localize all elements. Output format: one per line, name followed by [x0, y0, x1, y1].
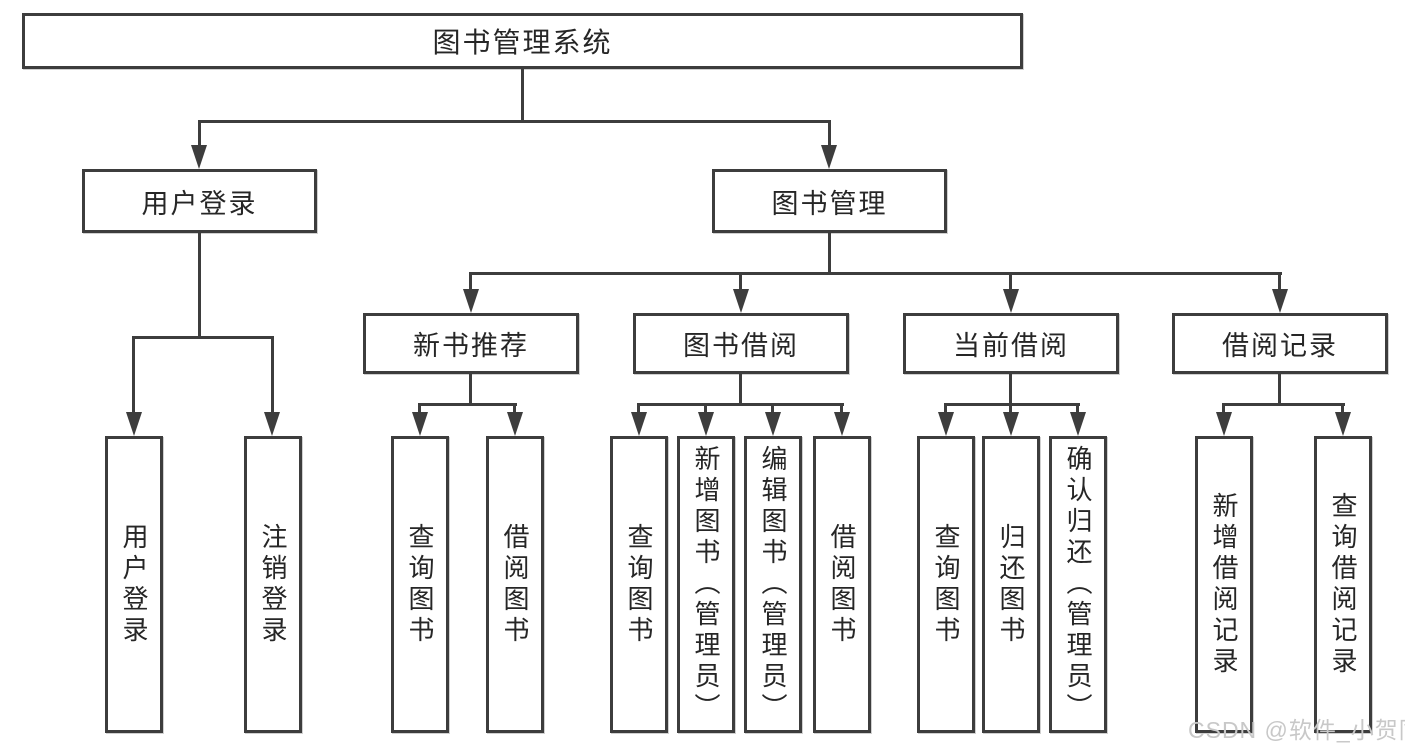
- node-borrow-records: 借阅记录: [1172, 313, 1388, 374]
- connector-newbooks-bus: [418, 403, 517, 406]
- connector-borrowrecords-stem: [1278, 374, 1281, 406]
- arrowhead-currentborrow: [1003, 289, 1019, 313]
- arrowhead-borrowrecords-leaf2: [1335, 412, 1351, 436]
- leaf-newbooks-query-label: 查询图书: [405, 522, 435, 647]
- connector-login-stem: [198, 233, 201, 339]
- leaf-bookborrow-query: 查询图书: [610, 436, 668, 733]
- node-user-login: 用户登录: [82, 169, 317, 233]
- connector-currentborrow-shaft: [1009, 272, 1012, 292]
- connector-to-login-shaft: [198, 120, 201, 148]
- leaf-bookborrow-query-label: 查询图书: [624, 522, 654, 647]
- connector-level3-bus: [469, 272, 1282, 275]
- leaf-logout: 注销登录: [244, 436, 302, 733]
- leaf-bookborrow-edit: 编辑图书（管理员）: [744, 436, 802, 733]
- leaf-newbooks-query: 查询图书: [391, 436, 449, 733]
- leaf-records-add-label: 新增借阅记录: [1209, 491, 1239, 678]
- arrowhead-currentborrow-leaf1: [938, 412, 954, 436]
- connector-bookborrow-leaf4-shaft: [840, 403, 843, 415]
- arrowhead-login-leaf2: [264, 412, 280, 436]
- connector-newbooks-leaf1-shaft: [418, 403, 421, 415]
- leaf-user-login-label: 用户登录: [119, 522, 149, 647]
- leaf-newbooks-borrow-label: 借阅图书: [500, 522, 530, 647]
- connector-currentborrow-stem: [1009, 374, 1012, 406]
- connector-login-leaf1-shaft: [132, 336, 135, 416]
- connector-bookmgmt-stem: [828, 233, 831, 275]
- connector-level1-bus: [198, 120, 831, 123]
- leaf-bookborrow-borrow-label: 借阅图书: [827, 522, 857, 647]
- arrowhead-currentborrow-leaf2: [1003, 412, 1019, 436]
- connector-borrowrecords-leaf2-shaft: [1341, 403, 1344, 415]
- connector-borrowrecords-shaft: [1278, 272, 1281, 292]
- leaf-records-add: 新增借阅记录: [1195, 436, 1253, 733]
- leaf-records-query-label: 查询借阅记录: [1328, 491, 1358, 678]
- connector-currentborrow-leaf3-shaft: [1076, 403, 1079, 415]
- leaf-bookborrow-borrow: 借阅图书: [813, 436, 871, 733]
- arrowhead-newbooks-leaf2: [507, 412, 523, 436]
- connector-bookborrow-shaft: [739, 272, 742, 292]
- connector-bookborrow-bus: [637, 403, 844, 406]
- node-new-books: 新书推荐: [363, 313, 579, 374]
- connector-currentborrow-bus: [944, 403, 1080, 406]
- leaf-currentborrow-return: 归还图书: [982, 436, 1040, 733]
- leaf-bookborrow-add-label: 新增图书（管理员）: [691, 445, 721, 724]
- arrowhead-bookborrow-leaf4: [834, 412, 850, 436]
- node-book-borrow: 图书借阅: [633, 313, 849, 374]
- csdn-watermark: CSDN @软件_小贺同学: [1188, 717, 1405, 743]
- connector-bookborrow-leaf2-shaft: [704, 403, 707, 415]
- arrowhead-bookborrow-leaf3: [765, 412, 781, 436]
- arrowhead-to-login: [191, 145, 207, 169]
- connector-root-stem: [521, 69, 524, 122]
- arrowhead-login-leaf1: [126, 412, 142, 436]
- node-user-login-label: 用户登录: [141, 188, 258, 219]
- connector-newbooks-leaf2-shaft: [513, 403, 516, 415]
- leaf-currentborrow-return-label: 归还图书: [996, 522, 1026, 647]
- connector-newbooks-stem: [469, 374, 472, 406]
- connector-bookborrow-leaf3-shaft: [771, 403, 774, 415]
- node-root-label: 图书管理系统: [432, 27, 613, 58]
- node-book-management-label: 图书管理: [771, 188, 888, 219]
- arrowhead-newbooks-leaf1: [412, 412, 428, 436]
- node-new-books-label: 新书推荐: [413, 331, 529, 361]
- leaf-user-login: 用户登录: [105, 436, 163, 733]
- arrowhead-borrowrecords-leaf1: [1216, 412, 1232, 436]
- connector-bookborrow-stem: [739, 374, 742, 406]
- arrowhead-newbooks: [463, 289, 479, 313]
- leaf-currentborrow-query: 查询图书: [917, 436, 975, 733]
- arrowhead-to-bookmgmt: [821, 145, 837, 169]
- node-root: 图书管理系统: [22, 13, 1023, 69]
- connector-to-bookmgmt-shaft: [828, 120, 831, 148]
- node-book-borrow-label: 图书借阅: [683, 331, 799, 361]
- leaf-records-query: 查询借阅记录: [1314, 436, 1372, 733]
- node-current-borrow-label: 当前借阅: [953, 331, 1069, 361]
- leaf-currentborrow-confirm: 确认归还（管理员）: [1049, 436, 1107, 733]
- arrowhead-borrowrecords: [1272, 289, 1288, 313]
- arrowhead-bookborrow-leaf2: [698, 412, 714, 436]
- connector-currentborrow-leaf1-shaft: [944, 403, 947, 415]
- node-borrow-records-label: 借阅记录: [1222, 331, 1338, 361]
- connector-currentborrow-leaf2-shaft: [1009, 403, 1012, 415]
- connector-newbooks-shaft: [469, 272, 472, 292]
- node-book-management: 图书管理: [712, 169, 947, 233]
- connector-bookborrow-leaf1-shaft: [637, 403, 640, 415]
- leaf-currentborrow-query-label: 查询图书: [931, 522, 961, 647]
- leaf-currentborrow-confirm-label: 确认归还（管理员）: [1063, 445, 1093, 724]
- leaf-bookborrow-add: 新增图书（管理员）: [677, 436, 735, 733]
- leaf-logout-label: 注销登录: [258, 522, 288, 647]
- connector-borrowrecords-bus: [1222, 403, 1345, 406]
- node-current-borrow: 当前借阅: [903, 313, 1119, 374]
- arrowhead-bookborrow-leaf1: [631, 412, 647, 436]
- connector-login-bus: [132, 336, 274, 339]
- leaf-bookborrow-edit-label: 编辑图书（管理员）: [758, 445, 788, 724]
- arrowhead-currentborrow-leaf3: [1070, 412, 1086, 436]
- leaf-newbooks-borrow: 借阅图书: [486, 436, 544, 733]
- arrowhead-bookborrow: [733, 289, 749, 313]
- connector-borrowrecords-leaf1-shaft: [1222, 403, 1225, 415]
- connector-login-leaf2-shaft: [271, 336, 274, 416]
